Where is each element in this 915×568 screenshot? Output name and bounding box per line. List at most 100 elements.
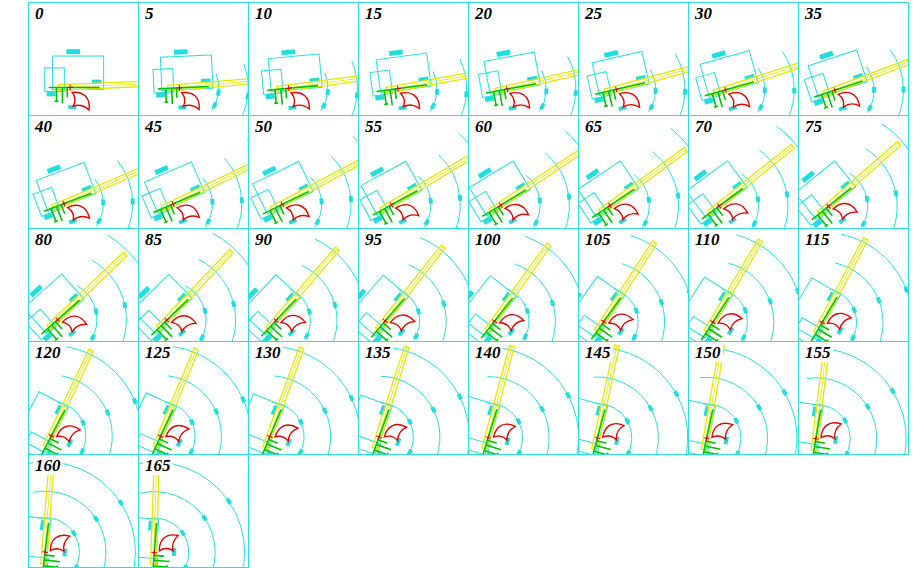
boom-arm: [703, 240, 764, 332]
angle-label: 75: [803, 118, 824, 136]
mount-block: [693, 169, 707, 181]
frame-panel: 60: [468, 115, 579, 229]
mount-block: [485, 96, 495, 102]
linkage: [153, 192, 206, 227]
mechanism: [799, 229, 889, 341]
pivot-mark: [594, 434, 601, 441]
mechanism: [359, 126, 468, 228]
boom-arm: [810, 238, 872, 335]
pivot-mark: [722, 86, 729, 93]
housing-box: [689, 277, 733, 338]
arc-marker: [319, 198, 323, 204]
angle-label: 85: [143, 231, 164, 249]
boom-arm: [160, 160, 248, 211]
frame-panel: 100: [468, 228, 579, 342]
pivot-mark: [490, 317, 498, 325]
pivot-mark: [60, 200, 68, 208]
arc-marker: [424, 219, 430, 226]
angle-label: 60: [473, 118, 494, 136]
angle-label: 105: [583, 231, 613, 249]
arc-marker: [179, 529, 186, 536]
arc-marker: [676, 192, 681, 198]
cam-curve: [177, 201, 200, 224]
cam-curve: [603, 421, 624, 442]
pivot-mark: [818, 318, 826, 326]
cam-curve: [609, 309, 633, 333]
arc-marker: [304, 332, 310, 339]
mount-block: [139, 286, 151, 299]
mechanism: [799, 24, 908, 115]
cam-curve: [384, 421, 406, 443]
linkage: [702, 188, 752, 228]
cam-curve: [838, 89, 860, 111]
arc-marker: [240, 396, 246, 403]
arc-marker: [93, 515, 100, 522]
mount-block: [496, 50, 510, 57]
arc-marker: [428, 198, 433, 204]
mount-block: [47, 164, 62, 173]
arc-marker: [202, 308, 207, 315]
arc-marker: [298, 418, 304, 425]
frame-panel: 5: [138, 2, 249, 116]
housing-box: [469, 161, 530, 216]
linkage: [373, 191, 425, 228]
mechanism: [260, 42, 358, 113]
boom-arm: [713, 60, 798, 93]
mount-block: [814, 99, 824, 106]
mechanism: [689, 229, 783, 341]
boom-arm: [149, 348, 203, 448]
cam-curve: [68, 201, 90, 224]
frame-panel: 110: [688, 228, 799, 342]
cam-curve: [390, 310, 415, 334]
pivot-mark: [272, 316, 280, 324]
pivot-mark: [151, 549, 157, 555]
arc-marker: [441, 301, 446, 308]
arc-marker: [96, 218, 102, 225]
travel-arc: [729, 263, 774, 341]
boom-arm: [815, 142, 904, 216]
angle-label: 135: [363, 344, 393, 362]
arc-marker: [539, 405, 545, 412]
mechanism: [579, 121, 688, 228]
angle-label: 40: [33, 118, 54, 136]
mechanism: [799, 342, 854, 454]
angle-label: 45: [143, 118, 164, 136]
housing-box: [142, 188, 169, 217]
angle-label: 130: [253, 344, 283, 362]
travel-arc: [622, 264, 665, 341]
arc-marker: [240, 197, 244, 203]
boom-arm: [269, 157, 358, 212]
housing-box: [144, 162, 204, 213]
frame-panel: 70: [688, 115, 799, 229]
arc-marker: [758, 104, 764, 111]
cam-curve: [281, 310, 306, 335]
boom-arm: [701, 239, 767, 333]
mount-block: [69, 293, 79, 302]
frame-panel: 65: [578, 115, 689, 229]
boom-arm: [276, 73, 358, 92]
arc-marker: [201, 515, 208, 522]
mechanism: [152, 45, 248, 111]
frame-panel: 160: [28, 454, 139, 568]
cam-curve: [718, 309, 742, 333]
arc-marker: [430, 103, 436, 110]
arc-marker: [733, 417, 739, 424]
frame-panel: 165: [138, 454, 249, 568]
arc-marker: [756, 196, 761, 202]
linkage: [482, 409, 512, 454]
mount-block: [43, 213, 53, 221]
travel-arc: [420, 238, 468, 341]
boom-arm: [603, 62, 688, 95]
travel-arc: [841, 234, 908, 341]
arc-marker: [457, 393, 463, 400]
boom-arm: [591, 241, 660, 333]
housing-box: [139, 557, 158, 567]
arc-marker: [298, 448, 304, 454]
cam-curve: [72, 92, 89, 110]
travel-arc: [882, 124, 908, 228]
boom-arm: [58, 81, 138, 91]
linkage: [41, 410, 79, 454]
arc-marker: [889, 388, 895, 395]
cam-curve: [833, 198, 857, 223]
arc-marker: [781, 389, 787, 396]
